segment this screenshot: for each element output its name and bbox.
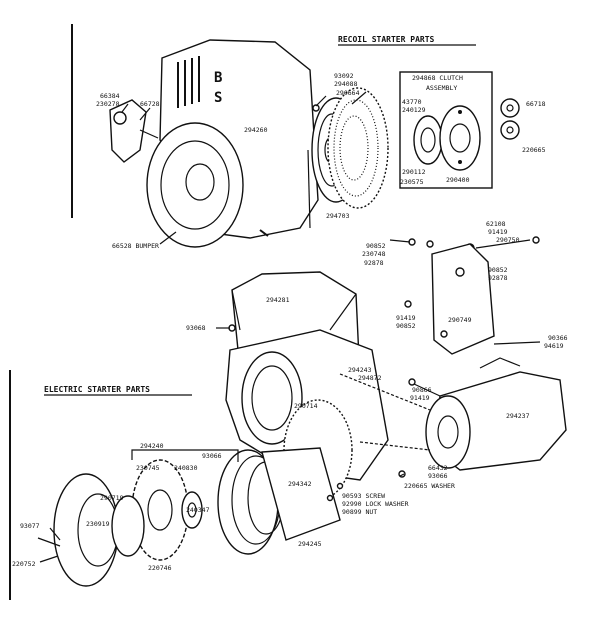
clutch-title-2: ASSEMBLY <box>426 84 457 92</box>
label-43770: 43770 <box>402 98 422 106</box>
label-66384: 66384 <box>100 92 120 100</box>
label-93066-c: 93066 <box>428 472 448 480</box>
recoil-heading: RECOIL STARTER PARTS <box>338 35 435 44</box>
label-66728: 66728 <box>140 100 160 108</box>
label-230575: 230575 <box>400 178 424 186</box>
label-240830: 240830 <box>174 464 198 472</box>
label-240129: 240129 <box>402 106 426 114</box>
label-93092: 93092 <box>334 72 354 80</box>
bushing <box>181 491 203 529</box>
label-290749: 290749 <box>448 316 472 324</box>
engine-shroud: B S <box>146 39 319 248</box>
front-disc <box>37 473 145 587</box>
label-220752: 220752 <box>12 560 36 568</box>
label-230748: 230748 <box>362 250 386 258</box>
label-90866: 90866 <box>412 386 432 394</box>
label-66718: 66718 <box>526 100 546 108</box>
leader-lines <box>39 91 441 563</box>
label-93068: 93068 <box>186 324 206 332</box>
label-66528-bumper: 66528 BUMPER <box>112 242 159 250</box>
label-294243: 294243 <box>348 366 372 374</box>
label-294703: 294703 <box>326 212 350 220</box>
label-220665-washer: 220665 WASHER <box>404 482 455 490</box>
label-230745: 230745 <box>136 464 160 472</box>
label-290719: 290719 <box>100 494 124 502</box>
label-294872: 294872 <box>358 374 382 382</box>
svg-text:B: B <box>214 70 222 86</box>
label-91419-c: 91419 <box>410 394 430 402</box>
label-90366: 90366 <box>548 334 568 342</box>
label-294245: 294245 <box>298 540 322 548</box>
label-92878-b: 92878 <box>488 274 508 282</box>
starter-pulley <box>217 447 341 555</box>
clutch-assembly-box: 294868 CLUTCH ASSEMBLY <box>399 71 493 189</box>
label-240347: 240347 <box>186 506 210 514</box>
label-290750: 290750 <box>496 236 520 244</box>
starter-motor <box>425 357 567 471</box>
label-93066-b: 93066 <box>202 452 222 460</box>
label-92990-lock-washer: 92990 LOCK WASHER <box>342 500 409 508</box>
label-90593-screw: 90593 SCREW <box>342 492 385 500</box>
label-66432: 66432 <box>428 464 448 472</box>
svg-text:S: S <box>214 90 222 106</box>
washers <box>500 98 520 140</box>
label-294240: 294240 <box>140 442 164 450</box>
label-93077: 93077 <box>20 522 40 530</box>
label-230278: 230278 <box>96 100 120 108</box>
label-90852-b: 90852 <box>488 266 508 274</box>
label-290400: 290400 <box>446 176 470 184</box>
label-92878-a: 92878 <box>364 259 384 267</box>
label-230919: 230919 <box>86 520 110 528</box>
label-91419: 91419 <box>488 228 508 236</box>
label-62108: 62108 <box>486 220 506 228</box>
part-labels: 294260 66384 230278 66728 66528 BUMPER 9… <box>12 72 568 572</box>
motor-bracket <box>404 243 541 355</box>
label-91419-b: 91419 <box>396 314 416 322</box>
label-294342: 294342 <box>288 480 312 488</box>
label-90852-a: 90852 <box>366 242 386 250</box>
label-90852-c: 90852 <box>396 322 416 330</box>
label-294260: 294260 <box>244 126 268 134</box>
starter-handle <box>109 99 159 163</box>
label-294281: 294281 <box>266 296 290 304</box>
rotating-screen <box>327 87 389 209</box>
label-290112: 290112 <box>402 168 426 176</box>
electric-parts-bracket <box>131 449 239 462</box>
label-294088: 294088 <box>334 80 358 88</box>
label-220665: 220665 <box>522 146 546 154</box>
label-220746: 220746 <box>148 564 172 572</box>
label-90899-nut: 90899 NUT <box>342 508 377 516</box>
label-294237: 294237 <box>506 412 530 420</box>
electric-heading: ELECTRIC STARTER PARTS <box>44 385 150 394</box>
label-290714: 290714 <box>294 402 318 410</box>
label-94619: 94619 <box>544 342 564 350</box>
label-290664: 290664 <box>336 89 360 97</box>
clutch-title-1: 294868 CLUTCH <box>412 74 463 82</box>
